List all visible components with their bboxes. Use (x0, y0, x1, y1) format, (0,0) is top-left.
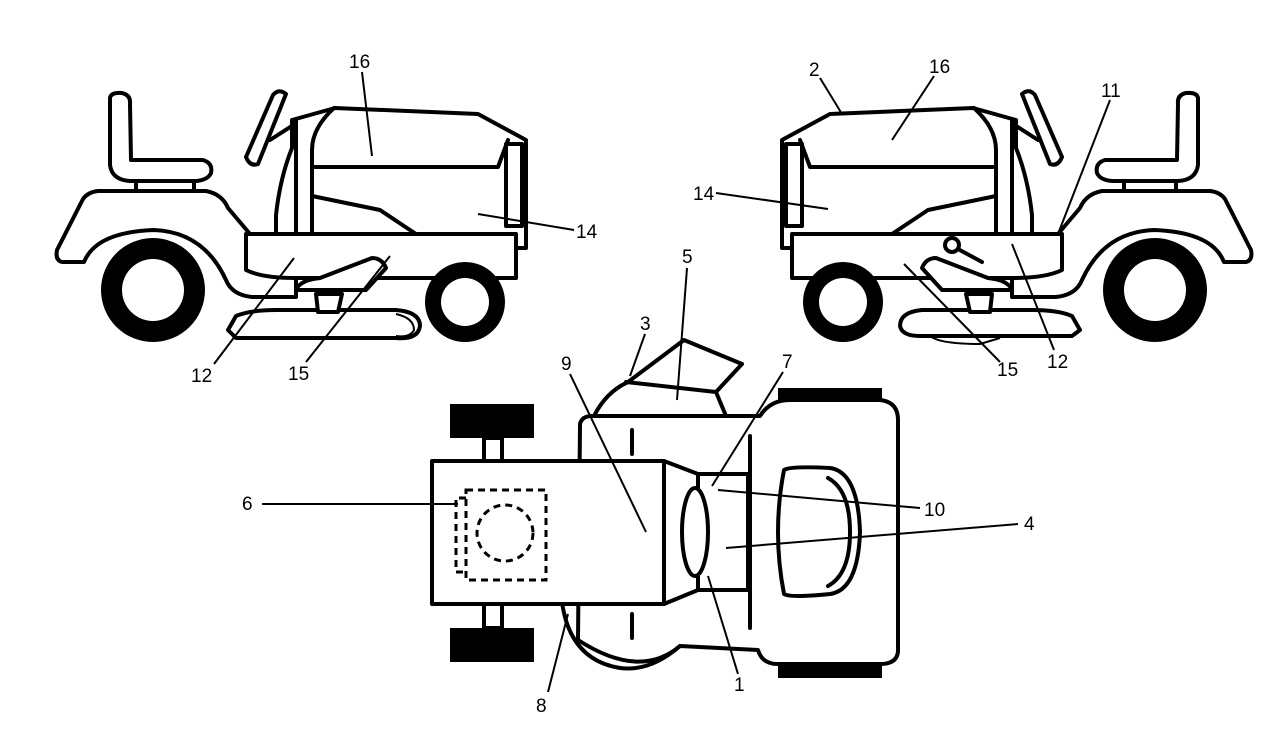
leader-8 (547, 613, 569, 693)
top-hood (430, 459, 666, 606)
left-hood-grille-line (310, 194, 418, 236)
top-front-axle-lower (482, 602, 504, 630)
top-chute-hinge (624, 380, 718, 394)
right-hood (780, 106, 1034, 250)
top-front-tire-upper (450, 404, 534, 438)
left-hood (274, 106, 528, 250)
leader-14-right (715, 192, 829, 210)
top-deck-edge (560, 600, 682, 671)
callout-4: 4 (1024, 514, 1035, 535)
left-front-rim (441, 278, 489, 326)
right-footrest (920, 256, 1014, 292)
left-steering-wheel (244, 89, 288, 167)
top-seat-back (826, 476, 852, 588)
leader-3 (629, 333, 646, 377)
right-rear-fender (1010, 189, 1254, 299)
callout-11: 11 (1101, 81, 1121, 102)
tractor-top-view (430, 338, 900, 678)
right-grille (784, 142, 804, 228)
top-engine-outline (464, 488, 548, 582)
callout-7: 7 (782, 352, 793, 373)
callout-12-right: 12 (1047, 352, 1068, 373)
top-engine-side (454, 496, 466, 574)
left-rear-fender (54, 189, 298, 299)
callout-14-right: 14 (693, 184, 715, 205)
leader-4 (725, 523, 1019, 549)
callout-16-left: 16 (349, 52, 370, 73)
right-deck-hanger (964, 292, 994, 314)
right-front-rim (819, 278, 867, 326)
right-seat (1094, 90, 1200, 183)
left-footrest (294, 256, 388, 292)
top-engine-flywheel (475, 503, 535, 563)
left-seat (108, 90, 214, 183)
leader-1 (707, 575, 739, 675)
left-rear-rim (122, 259, 184, 321)
leader-15-left (305, 255, 391, 363)
top-discharge-chute (592, 338, 744, 418)
top-steering-wheel (680, 486, 710, 578)
top-front-tire-lower (450, 628, 534, 662)
callout-16-right: 16 (929, 57, 950, 78)
left-deck-hanger (314, 292, 344, 314)
leader-14-left (477, 213, 575, 231)
left-deck-chute (395, 313, 416, 338)
callout-9: 9 (561, 354, 572, 375)
leader-7 (711, 371, 784, 487)
left-hood-panel-line (310, 106, 336, 236)
top-front-axle-upper (482, 436, 504, 464)
callout-10: 10 (924, 500, 945, 521)
callout-2: 2 (809, 60, 820, 81)
right-lift-lever (956, 247, 984, 264)
leader-15-right (903, 263, 1001, 363)
tractor-right-side-view (780, 89, 1254, 346)
callout-15-left: 15 (288, 364, 309, 385)
left-grille (504, 142, 524, 228)
callout-15-right: 15 (997, 360, 1018, 381)
leader-11 (1057, 99, 1111, 235)
left-mower-deck (226, 308, 422, 341)
callout-6: 6 (242, 494, 253, 515)
leader-10 (717, 489, 921, 509)
top-seat (776, 465, 862, 598)
callout-3: 3 (640, 314, 651, 335)
leader-16-left (361, 71, 373, 157)
leader-12-left (213, 257, 295, 365)
right-hood-panel-line (972, 106, 998, 236)
leader-5 (676, 267, 688, 401)
right-hood-grille-line (890, 194, 998, 236)
tractor-left-side-view (54, 89, 528, 342)
top-rear-tire-left (778, 664, 882, 678)
leader-12-right (1011, 243, 1055, 351)
callout-labels: 16 14 12 15 2 16 11 14 15 12 5 3 9 7 10 … (191, 52, 1121, 717)
leader-16-right (891, 75, 935, 141)
leader-2 (819, 77, 843, 115)
callout-5: 5 (682, 247, 693, 268)
callout-12-left: 12 (191, 366, 212, 387)
right-steering-wheel (1020, 89, 1064, 167)
callout-14-left: 14 (576, 222, 598, 243)
right-lift-lever-knob (943, 236, 961, 254)
leader-9 (569, 373, 647, 533)
leader-lines (213, 71, 1111, 693)
callout-1: 1 (734, 675, 745, 696)
right-rear-rim (1124, 259, 1186, 321)
right-mower-deck (898, 308, 1082, 338)
callout-8: 8 (536, 696, 547, 717)
right-deck-chute (929, 335, 1001, 346)
